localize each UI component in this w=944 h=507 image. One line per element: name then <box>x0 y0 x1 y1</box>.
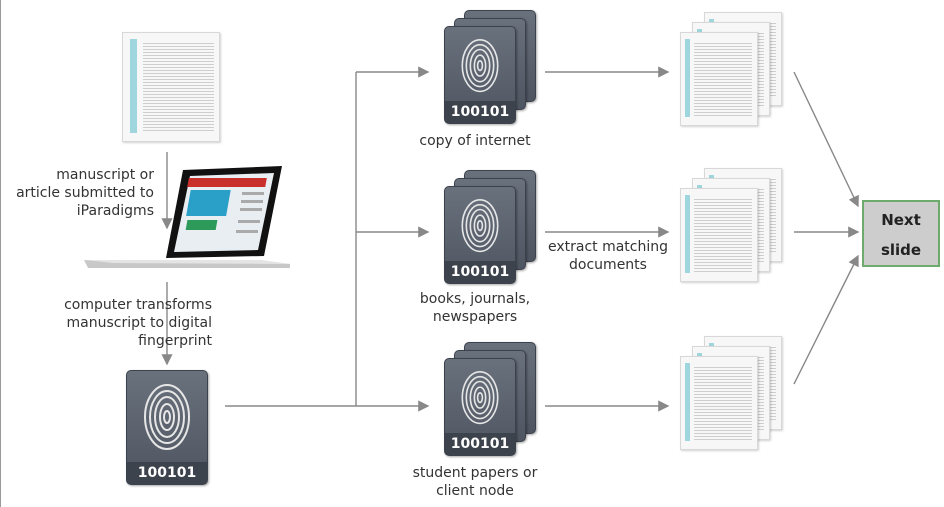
internet-label: copy of internet <box>419 133 531 149</box>
next-slide-label-line1: Next <box>881 211 921 229</box>
books-label: books, journals, newspapers <box>419 291 531 325</box>
fingerprint-code: 100101 <box>445 261 515 283</box>
fingerprint-icon <box>144 384 190 450</box>
transform-label: computer transforms manuscript to digita… <box>64 297 212 349</box>
laptop-icon <box>84 166 290 268</box>
arrow-docs1-to-next <box>793 71 859 208</box>
next-slide-label-line2: slide <box>880 241 922 259</box>
submitted-label: manuscript or article submitted to iPara… <box>16 167 154 219</box>
next-slide-button[interactable]: Next slide <box>862 200 940 267</box>
fingerprint-code: 100101 <box>445 433 515 455</box>
digital-fingerprint-card: 100101 <box>126 370 208 485</box>
students-card-stack: 100101 <box>444 342 536 456</box>
manuscript-page <box>122 32 220 142</box>
fingerprint-code: 100101 <box>445 101 515 123</box>
left-edge-rule <box>0 0 1 507</box>
internet-card-stack: 100101 <box>444 10 536 124</box>
matched-docs-stack-3 <box>680 336 786 450</box>
students-label: student papers or client node <box>412 465 538 499</box>
books-card-stack: 100101 <box>444 170 536 284</box>
matched-docs-stack-1 <box>680 12 786 126</box>
arrow-docs3-to-next <box>793 254 859 385</box>
fingerprint-code: 100101 <box>127 462 207 484</box>
matched-docs-stack-2 <box>680 168 786 282</box>
extract-label: extract matching documents <box>538 238 678 274</box>
